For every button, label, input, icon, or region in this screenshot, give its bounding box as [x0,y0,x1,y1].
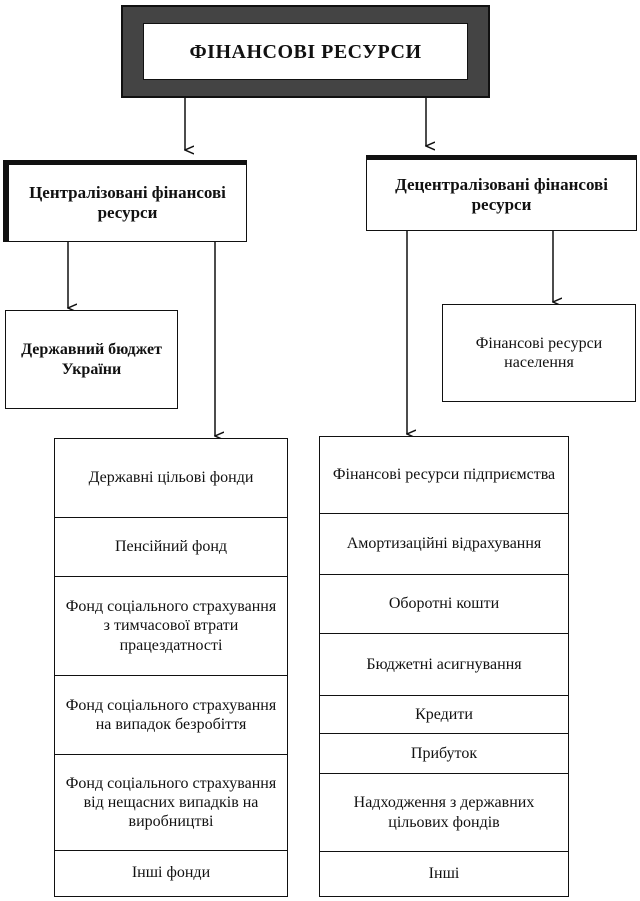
enterprise-cell-target-fund-receipts: Надходження з державних цільових фондів [320,773,568,851]
state-budget-box: Державний бюджет України [5,310,178,409]
fund-cell-pension: Пенсійний фонд [55,517,287,576]
fund-cell-state-target: Державні цільові фонди [88,469,254,487]
title-box: ФІНАНСОВІ РЕСУРСИ [121,5,490,98]
enterprise-resources-column: Фінансові ресурси підприємства Амортизац… [319,436,569,897]
enterprise-cell-depreciation: Амортизаційні відрахування [320,513,568,574]
decentral-resources-box: Децентралізовані фінансові ресурси [366,155,637,231]
enterprise-cell-credits: Кредити [320,695,568,733]
enterprise-cell-working-capital: Оборотні кошти [320,574,568,633]
fund-cell-other: Інші фонди [55,850,287,895]
central-resources-box: Централізовані фінансові ресурси [3,160,247,242]
population-resources-box: Фінансові ресурси населення [442,304,636,402]
title-text: ФІНАНСОВІ РЕСУРСИ [143,23,468,80]
enterprise-cell-profit: Прибуток [320,733,568,773]
enterprise-cell-other: Інші [320,851,568,895]
fund-cell-temporary-disability: Фонд соціального страхування з тимчасово… [55,576,287,675]
fund-cell-accidents: Фонд соціального страхування від нещасни… [55,754,287,850]
state-funds-column: Державні цільові фонди Пенсійний фонд Фо… [54,438,288,897]
fund-cell-unemployment: Фонд соціального страхування на випадок … [55,675,287,754]
enterprise-cell-resources: Фінансові ресурси підприємства [332,466,556,484]
enterprise-cell-budget-allocations: Бюджетні асигнування [320,633,568,695]
